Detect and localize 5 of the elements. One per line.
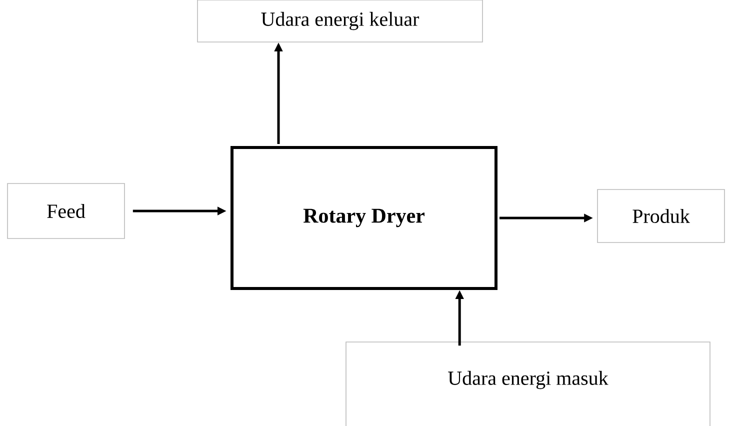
- process-box: Feed: [7, 183, 125, 239]
- process-box: Udara energi keluar: [197, 0, 483, 42]
- process-box: Udara energi masuk: [346, 342, 710, 426]
- process-box: Produk: [597, 189, 725, 243]
- process-box: Rotary Dryer: [230, 146, 498, 290]
